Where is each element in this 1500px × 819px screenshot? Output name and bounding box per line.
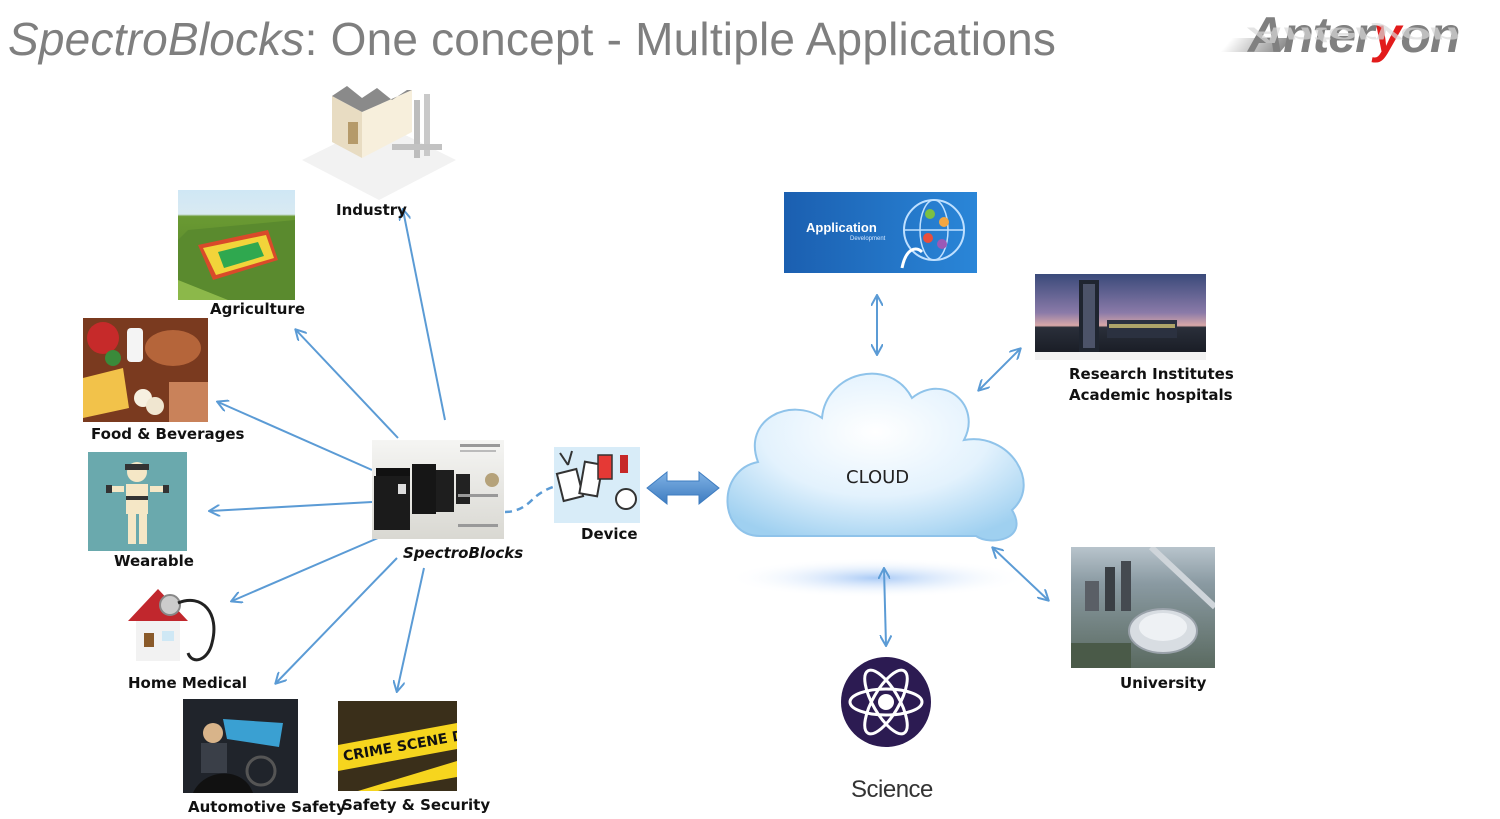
arrow-to-wearable [210,501,373,511]
research-image [1035,274,1206,360]
label-wearable: Wearable [114,552,194,570]
industry-image [302,82,456,200]
label-agriculture: Agriculture [210,300,306,318]
science-atom-icon [840,656,932,768]
label-academic-hospitals: Academic hospitals [1069,386,1233,404]
title-rest: : One concept - Multiple Applications [304,13,1057,65]
app-dev-subtitle: Development [850,236,886,242]
fat-double-arrow [646,470,720,506]
label-research-institutes: Research Institutes [1069,365,1234,383]
arrow-to-home-medical [232,537,379,601]
arrow-cloud-research [979,349,1020,390]
arrow-to-industry [403,210,446,421]
label-automotive: Automotive Safety [188,798,346,816]
page-title: SpectroBlocks: One concept - Multiple Ap… [8,12,1056,66]
spectroblocks-image [372,440,504,539]
security-image: CRIME SCENE DO NOT [338,701,457,791]
label-food: Food & Beverages [91,425,245,443]
dashed-link-device [504,484,557,514]
arrow-cloud-science [884,569,886,645]
home-medical-image [122,583,232,675]
anteryon-logo: Anteryon Anteryon [1220,7,1488,80]
device-image [554,447,640,523]
arrow-cloud-university [993,548,1048,600]
food-image [83,318,208,422]
label-security: Safety & Security [342,796,491,814]
label-device: Device [581,525,638,543]
automotive-image [183,699,298,793]
arrow-to-agriculture [296,330,399,439]
cloud-label: CLOUD [846,467,910,488]
label-university: University [1120,674,1207,692]
arrow-to-food [218,402,373,471]
university-image [1071,547,1215,668]
logo-wordmark: Anteryon [1248,7,1460,63]
agriculture-image [178,190,295,300]
label-science: Science [851,776,933,803]
app-dev-title: Application [806,220,877,235]
title-brand: SpectroBlocks [8,13,305,65]
label-industry: Industry [336,201,407,219]
label-home-medical: Home Medical [128,674,248,692]
arrow-to-automotive [276,557,398,683]
label-spectroblocks: SpectroBlocks [403,544,524,562]
cloud-shadow [727,558,1027,598]
arrow-to-security [397,567,425,691]
app-development-image: Application Development [784,192,977,273]
cloud-shape [726,372,1025,542]
wearable-image [88,452,187,551]
